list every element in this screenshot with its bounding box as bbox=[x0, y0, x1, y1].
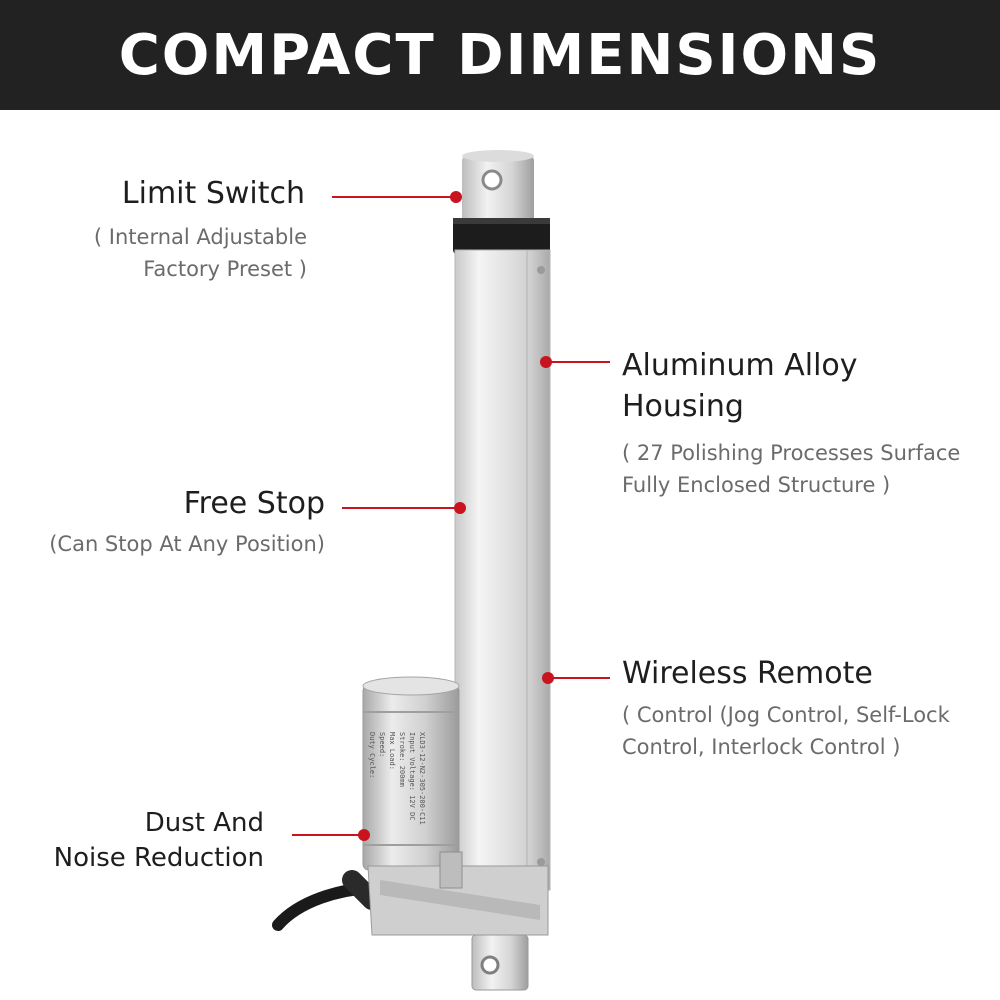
dust-title-line-1: Dust And bbox=[144, 808, 264, 838]
remote-marker bbox=[542, 672, 554, 684]
rod-mount-hole bbox=[481, 169, 503, 191]
limit-switch-desc: ( Internal Adjustable Factory Preset ) bbox=[94, 222, 307, 285]
limit-switch-desc-line-1: ( Internal Adjustable bbox=[93, 225, 307, 249]
motor-spec-line-4: Max Load: bbox=[388, 732, 396, 770]
dust-marker bbox=[358, 829, 370, 841]
dust-title-line-2: Noise Reduction bbox=[53, 843, 264, 874]
limit-switch-title: Limit Switch bbox=[121, 176, 305, 211]
motor-spec-line-6: Duty Cycle: bbox=[368, 732, 376, 778]
remote-desc-line-1: ( Control (Jog Control, Self-Lock bbox=[622, 703, 950, 727]
free-stop-title: Free Stop bbox=[183, 486, 325, 521]
motor-spec-line-1: XLD3-12-N2-305-200-C11 bbox=[418, 732, 426, 825]
free-stop-marker bbox=[454, 502, 466, 514]
remote-leader bbox=[548, 677, 610, 679]
free-stop-leader bbox=[342, 507, 460, 509]
rubber-seal bbox=[453, 218, 550, 254]
limit-switch-leader bbox=[332, 196, 454, 198]
remote-title: Wireless Remote bbox=[622, 656, 873, 691]
housing-title: Aluminum Alloy Housing bbox=[622, 346, 858, 427]
aluminum-housing bbox=[454, 249, 551, 891]
housing-desc-line-1: ( 27 Polishing Processes Surface bbox=[622, 441, 961, 465]
housing-desc-line-2: Fully Enclosed Structure ) bbox=[622, 472, 891, 497]
rear-mount bbox=[471, 934, 529, 991]
title-banner: COMPACT DIMENSIONS bbox=[0, 0, 1000, 110]
motor-spec-line-3: Stroke: 200mm bbox=[398, 732, 406, 787]
housing-title-line-1: Aluminum Alloy bbox=[622, 348, 858, 383]
extension-rod bbox=[462, 155, 534, 225]
motor-spec-line-2: Input Voltage: 12V DC bbox=[408, 732, 416, 821]
limit-switch-marker bbox=[450, 191, 462, 203]
page-title: COMPACT DIMENSIONS bbox=[118, 22, 882, 88]
motor-spec-line-5: Speed: bbox=[378, 732, 386, 757]
dust-title: Dust And Noise Reduction bbox=[54, 806, 264, 876]
motor-spec-label: XLD3-12-N2-305-200-C11 Input Voltage: 12… bbox=[368, 732, 426, 825]
remote-desc-line-2: Control, Interlock Control ) bbox=[622, 734, 901, 759]
housing-desc: ( 27 Polishing Processes Surface Fully E… bbox=[622, 438, 960, 501]
limit-switch-desc-line-2: Factory Preset ) bbox=[143, 256, 307, 281]
rear-mount-hole bbox=[480, 955, 500, 975]
dust-leader bbox=[292, 834, 364, 836]
free-stop-desc: (Can Stop At Any Position) bbox=[49, 532, 325, 556]
remote-desc: ( Control (Jog Control, Self-Lock Contro… bbox=[622, 700, 950, 763]
housing-title-line-2: Housing bbox=[622, 388, 744, 424]
housing-leader bbox=[548, 361, 610, 363]
housing-marker bbox=[540, 356, 552, 368]
